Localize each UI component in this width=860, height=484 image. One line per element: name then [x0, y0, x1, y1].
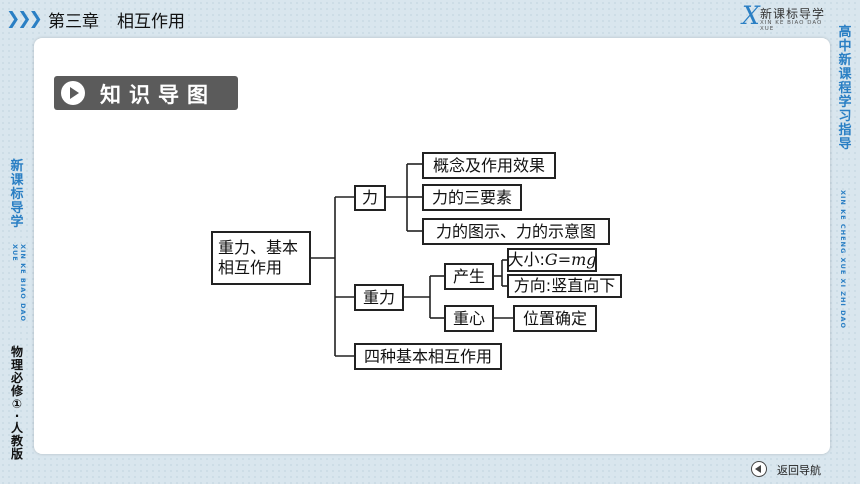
chapter-title: 相互作用 — [117, 12, 185, 32]
root-line-2: 相互作用 — [218, 258, 283, 277]
subject-char-9: 版 — [10, 447, 23, 461]
right-brand-char-3: 新 — [838, 53, 852, 68]
subject-char-5: ① — [11, 397, 23, 411]
left-pinyin: XIN KE BIAO DAO XUE — [11, 244, 27, 323]
subject-char-3: 必 — [10, 371, 23, 385]
back-to-nav-button[interactable]: 返回导航 — [751, 460, 831, 478]
magnitude-formula: G=mg — [544, 250, 597, 270]
right-brand-char-7: 习 — [838, 109, 852, 124]
produce-node: 产生 — [444, 263, 494, 290]
force-node: 力 — [354, 185, 386, 211]
root-node: 重力、基本 相互作用 — [211, 231, 311, 285]
direction-node: 方向:竖直向下 — [507, 274, 622, 298]
force-elements-node: 力的三要素 — [422, 184, 522, 211]
play-icon — [61, 81, 85, 105]
right-brand-char-8: 指 — [838, 123, 852, 138]
left-brand-char-4: 导 — [10, 201, 24, 216]
subject-char-7: 人 — [10, 421, 23, 435]
subject-char-6: · — [14, 409, 20, 423]
logo-pinyin: XIN KE BIAO DAO XUE — [760, 20, 823, 32]
right-brand-char-2: 中 — [838, 39, 852, 54]
right-brand-char-6: 学 — [838, 95, 852, 110]
left-brand-char-3: 标 — [10, 187, 24, 202]
gravity-node: 重力 — [354, 284, 404, 311]
chevron-right-icon: ❯❯❯ — [6, 9, 43, 29]
magnitude-node: 大小:G=mg — [507, 248, 597, 272]
back-arrow-icon[interactable] — [751, 461, 767, 477]
position-node: 位置确定 — [513, 305, 597, 332]
left-brand-char-5: 学 — [10, 215, 24, 230]
root-line-1: 重力、基本 — [218, 238, 299, 257]
right-brand-char-4: 课 — [838, 67, 852, 82]
chapter-number: 第三章 — [48, 12, 99, 32]
section-title: 知识导图 — [100, 83, 216, 107]
logo-text: 新课标导学 — [760, 7, 826, 21]
right-pinyin: XIN KE CHENG XUE XI ZHI DAO — [839, 190, 847, 330]
magnitude-label: 大小: — [507, 250, 545, 270]
right-brand-char-5: 程 — [838, 81, 852, 96]
header-bar: ❯❯❯ 第三章相互作用 X 新课标导学 XIN KE BIAO DAO XUE — [0, 0, 860, 40]
subject-char-8: 教 — [10, 434, 23, 448]
center-of-gravity-node: 重心 — [444, 305, 494, 332]
left-brand-char-2: 课 — [10, 173, 24, 188]
chapter-heading: 第三章相互作用 — [48, 7, 185, 32]
section-title-tag: 知识导图 — [54, 76, 238, 110]
force-concept-node: 概念及作用效果 — [422, 152, 556, 179]
four-forces-node: 四种基本相互作用 — [354, 343, 502, 370]
right-brand-char-9: 导 — [838, 137, 852, 152]
subject-char-2: 理 — [10, 358, 23, 372]
subject-char-4: 修 — [10, 384, 23, 398]
back-to-nav-label[interactable]: 返回导航 — [777, 464, 821, 477]
force-diagram-node: 力的图示、力的示意图 — [422, 218, 610, 245]
logo-letter: X — [742, 1, 760, 30]
right-brand-char-1: 高 — [838, 25, 852, 40]
brand-logo: X 新课标导学 XIN KE BIAO DAO XUE — [742, 1, 830, 33]
subject-char-1: 物 — [10, 345, 23, 359]
left-sidebar: 新 课 标 导 学 XIN KE BIAO DAO XUE 物 理 必 修 ① … — [4, 152, 30, 461]
left-brand-char-1: 新 — [10, 159, 24, 174]
